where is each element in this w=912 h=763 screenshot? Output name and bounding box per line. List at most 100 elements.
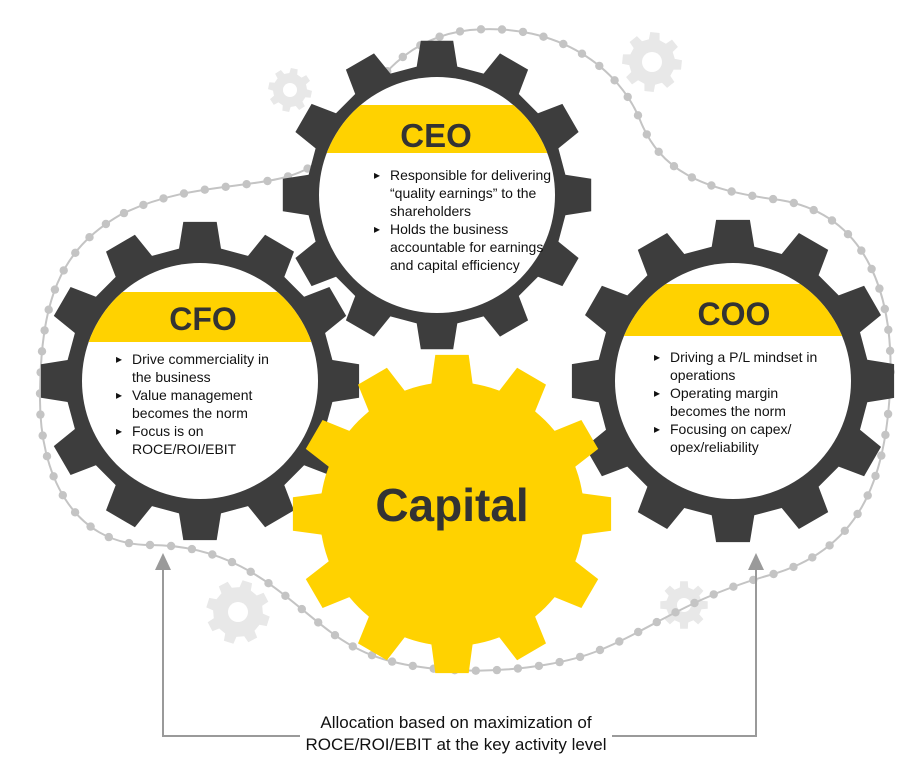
outline-dot: [687, 173, 697, 182]
outline-dot: [492, 665, 502, 675]
coo-bullet-1: Driving a P/L mindset in operations: [652, 348, 830, 384]
outline-dot: [71, 248, 80, 257]
outline-dot: [159, 194, 168, 203]
outline-dot: [654, 147, 663, 156]
outline-dot: [70, 508, 80, 517]
outline-dot: [518, 27, 528, 37]
outline-dot: [37, 347, 47, 356]
outline-dot: [595, 61, 604, 71]
arrow-up-icon: [155, 553, 171, 570]
outline-dot: [435, 32, 444, 41]
outline-dot: [634, 627, 643, 637]
outline-dot: [877, 451, 886, 460]
outline-dot: [615, 637, 624, 646]
outline-dot: [471, 666, 480, 675]
gear-icon: [660, 581, 708, 629]
outline-dot: [513, 664, 523, 673]
coo-title: COO: [697, 296, 771, 332]
cfo-bullet-1: Drive commerciality in the business: [114, 350, 286, 386]
outline-dot: [825, 541, 834, 550]
outline-dot: [264, 579, 273, 588]
outline-dot: [187, 544, 197, 554]
arrow-up-icon: [748, 553, 764, 570]
capital-label: Capital: [375, 479, 529, 531]
gear-icon: [622, 32, 682, 92]
outline-dot: [38, 431, 47, 440]
gear-icon: [268, 68, 312, 112]
outline-dot: [101, 219, 111, 229]
outline-dot: [145, 540, 155, 550]
outline-dot: [58, 491, 67, 500]
outline-dot: [707, 181, 716, 190]
outline-dot: [883, 409, 893, 419]
outline-dot: [179, 189, 189, 198]
caption-line-1: Allocation based on maximization of: [320, 713, 592, 732]
outline-dot: [808, 553, 817, 562]
outline-dot: [398, 52, 407, 62]
coo-bullets: Driving a P/L mindset in operations Oper…: [652, 348, 830, 456]
coo-bullet-2: Operating margin becomes the norm: [652, 384, 830, 420]
outline-dot: [857, 246, 866, 255]
outline-dot: [263, 176, 272, 186]
outline-dot: [748, 191, 757, 200]
outline-dot: [875, 284, 884, 293]
outline-dot: [124, 538, 134, 548]
outline-dot: [330, 631, 340, 640]
outline-dot: [885, 346, 895, 355]
outline-dot: [853, 509, 862, 519]
outline-dot: [727, 187, 736, 196]
outline-dot: [575, 652, 585, 662]
coo-bullet-3: Focusing on capex/ opex/reliability: [652, 420, 830, 456]
outline-dot: [863, 491, 872, 500]
outline-dot: [652, 617, 661, 627]
outline-dot: [769, 569, 778, 579]
outline-dot: [36, 410, 45, 419]
outline-dot: [497, 25, 507, 34]
outline-dot: [809, 205, 818, 215]
cfo-bullet-2: Value management becomes the norm: [114, 386, 286, 422]
outline-dot: [559, 39, 568, 49]
outline-dot: [840, 526, 849, 535]
ceo-bullet-1: Responsible for delivering “quality earn…: [372, 166, 562, 220]
outline-dot: [85, 233, 94, 242]
cfo-bullet-3: Focus is on ROCE/ROI/EBIT: [114, 422, 286, 458]
outline-dot: [671, 608, 680, 617]
outline-dot: [690, 598, 699, 608]
outline-dot: [221, 182, 230, 191]
outline-dot: [44, 305, 53, 314]
outline-dot: [208, 550, 217, 559]
outline-dot: [119, 208, 129, 218]
outline-dot: [843, 230, 853, 239]
outline-dot: [633, 111, 643, 120]
outline-dot: [623, 92, 632, 102]
outline-dot: [880, 304, 889, 314]
outline-dot: [729, 582, 738, 591]
ceo-bullets: Responsible for delivering “quality earn…: [372, 166, 562, 274]
outline-dot: [139, 200, 148, 210]
outline-dot: [50, 285, 60, 294]
gear-icon: [206, 580, 270, 644]
cfo-gear-header-band: [82, 292, 318, 342]
outline-dot: [42, 452, 52, 461]
outline-dot: [40, 326, 49, 335]
outline-dot: [669, 162, 679, 171]
allocation-arrows: [162, 568, 757, 737]
outline-dot: [884, 325, 893, 334]
outline-dot: [387, 657, 397, 666]
outline-dot: [246, 567, 255, 576]
outline-dot: [789, 562, 798, 572]
outline-dot: [539, 32, 548, 41]
outline-dot: [104, 532, 114, 542]
outline-dot: [642, 130, 651, 139]
outline-dot: [881, 430, 890, 440]
outline-dot: [297, 604, 306, 614]
outline-dot: [455, 27, 465, 36]
outline-dot: [476, 25, 486, 34]
ceo-gear-header-band: [319, 105, 555, 153]
outline-dot: [242, 180, 251, 189]
outline-dot: [827, 216, 837, 225]
outline-dot: [768, 194, 778, 204]
outline-dot: [59, 266, 68, 275]
outline-dot: [200, 185, 209, 194]
outline-dot: [555, 657, 564, 667]
